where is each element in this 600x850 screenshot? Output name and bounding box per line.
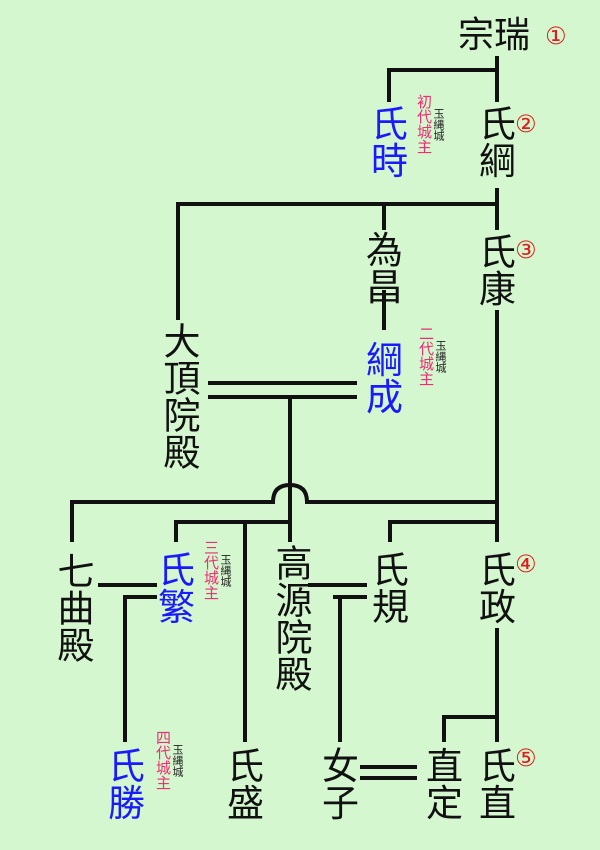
caption-title-third: 三代城主 [202,540,220,600]
person-ujinao: 氏直 [479,745,516,825]
generation-mark-4: ④ [515,550,537,578]
person-ujinori: 氏規 [372,549,409,629]
person-ujitsuna: 氏綱 [479,103,516,183]
caption-ujitoki: 初代城主 玉縄城 [415,94,445,154]
person-ujiyasu: 氏康 [479,231,516,311]
person-ujitoki: 氏時 [371,103,408,183]
caption-title-fourth: 四代城主 [154,730,172,790]
person-tsunashige: 綱成 [366,339,403,419]
person-ujikatsu: 氏勝 [108,745,145,825]
caption-title-second: 二代城主 [417,326,435,386]
person-ujimori: 氏盛 [227,745,264,825]
caption-castle-2: 玉縄城 [434,339,447,373]
person-shichikyoku: 七曲殿 [51,552,94,663]
generation-mark-5: ⑤ [515,744,537,772]
person-ujishige: 氏繁 [158,549,195,629]
caption-castle-3: 玉縄城 [219,553,232,587]
generation-mark-2: ② [515,110,537,138]
person-nyoshi: 女子 [322,745,359,825]
caption-ujikatsu: 四代城主 玉縄城 [154,730,184,790]
caption-tsunashige: 二代城主 玉縄城 [417,326,447,386]
person-sozui: 宗瑞 [458,15,531,56]
person-naosada: 直定 [426,745,463,825]
person-ochoin: 大頂院殿 [157,322,200,470]
caption-title-first: 初代城主 [415,94,433,154]
line-ujiyasu-children [70,482,499,542]
caption-ujishige: 三代城主 玉縄城 [202,540,232,600]
generation-mark-3: ③ [515,236,537,264]
person-ujimasa: 氏政 [479,549,516,629]
person-kogenin: 高源院殿 [269,544,312,692]
generation-mark-1: ① [545,22,567,50]
caption-castle-4: 玉縄城 [171,743,184,777]
person-tamemasa: 為昌 [366,229,403,309]
caption-castle-1: 玉縄城 [432,107,445,141]
